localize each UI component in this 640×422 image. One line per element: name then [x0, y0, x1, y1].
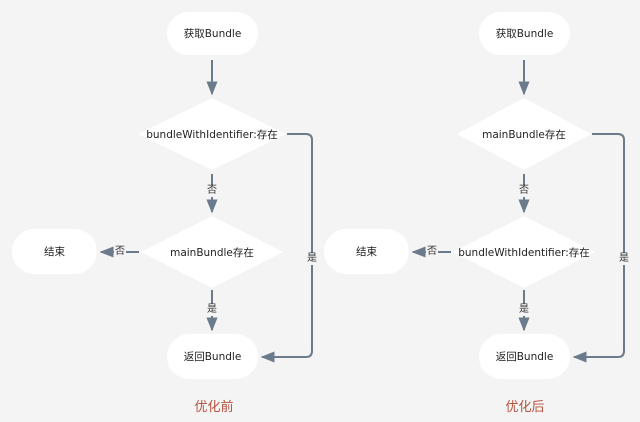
right-edge-label-yes-down: 是: [518, 304, 530, 316]
right-edge-decision1-to-result: [572, 133, 625, 363]
right-start-node-shape: [479, 12, 570, 55]
left-result-node-shape: [167, 334, 258, 379]
right-end-node-shape: [324, 229, 409, 274]
left-edge-label-yes-side: 是: [306, 253, 318, 265]
left-edge-label-yes-down: 是: [206, 304, 218, 316]
left-decision1-shape: [138, 98, 286, 170]
left-start-node-shape: [167, 12, 258, 55]
left-edge-label-no2: 否: [114, 246, 126, 258]
left-caption: 优化前: [194, 400, 234, 415]
left-end-node-shape: [12, 229, 97, 274]
left-edge-label-no1: 否: [206, 185, 218, 197]
right-result-node-shape: [479, 334, 570, 379]
left-decision2-shape: [141, 216, 283, 288]
right-edge-label-no2: 否: [426, 246, 438, 258]
right-decision1-shape: [457, 98, 591, 170]
right-edge-label-yes-side: 是: [618, 253, 630, 265]
right-edge-label-no1: 否: [518, 185, 530, 197]
right-decision2-shape: [453, 216, 595, 288]
right-caption: 优化后: [505, 400, 545, 415]
left-edge-decision1-to-result: [260, 133, 313, 363]
